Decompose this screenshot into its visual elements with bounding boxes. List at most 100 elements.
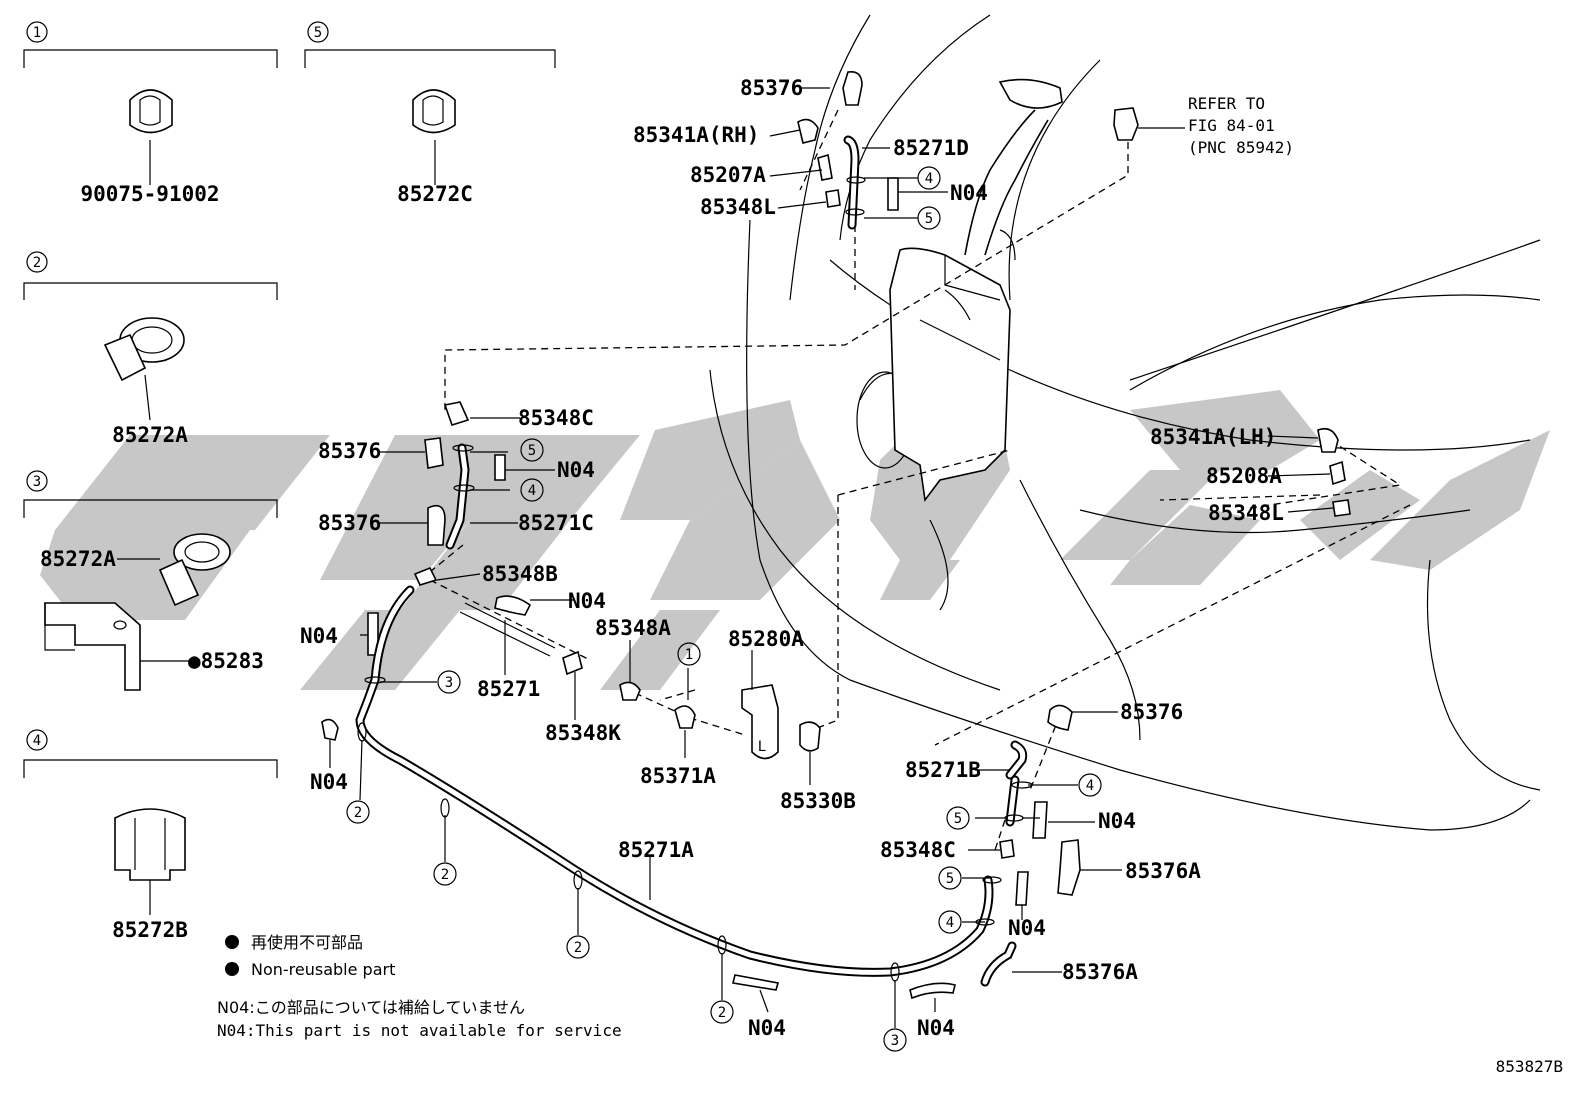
part-label-85272c: 85272C [397,182,473,206]
part-label-85376-top: 85376 [740,76,803,100]
part-label-85348c-left: 85348C [518,406,594,430]
legend-en: Non-reusable part [251,960,395,979]
diagram-id: 853827B [1496,1057,1563,1076]
inset-2: 2 85272A [23,251,278,447]
part-label-85271a: 85271A [618,838,694,862]
clamp-85272c-icon [412,89,456,185]
callout-hose-2c: 2 [574,940,582,956]
part-label-85376-right: 85376 [1120,700,1183,724]
part-label-85348l-top: 85348L [700,195,776,219]
hose-n04-mid-icon [494,595,532,616]
clip-85272a-icon [103,317,185,421]
routing-dashed-lines [419,109,1411,851]
refer-line-3: (PNC 85942) [1188,138,1294,157]
inset-1-number: 1 [33,25,41,41]
nozzle-85341a-rh-icon [797,118,819,144]
part-label-85208a: 85208A [1206,464,1282,488]
part-label-85371a: 85371A [640,764,716,788]
right-hose-section [980,704,1081,987]
part-label-n04-left1: N04 [557,458,595,482]
callout-right-5a: 5 [954,811,962,827]
callout-left-5: 5 [528,443,536,459]
refer-line-2: FIG 84-01 [1188,116,1275,135]
callout-top-5: 5 [925,211,933,227]
joint-85348c-right-icon [999,839,1015,859]
pump-side-l: L [758,739,766,755]
callout-bot-3: 3 [891,1033,899,1049]
inset-4: 4 85272B [23,729,278,942]
inset-1: 1 90075-91002 [23,21,278,206]
callout-hose-2b: 2 [441,867,449,883]
joint-85348l-right-icon [1332,499,1351,517]
inset-4-number: 4 [33,733,41,749]
valve-85207a-icon [817,153,833,181]
part-label-90075-91002: 90075-91002 [80,182,219,206]
part-label-85271: 85271 [477,677,540,701]
connector-85942-icon [1113,107,1185,141]
inset-3-marker [26,470,48,492]
joint-85348l-top-icon [825,189,841,208]
nozzle-rh-assembly [797,70,899,230]
inset-4-marker [26,729,48,751]
part-label-n04-left3: N04 [310,770,348,794]
part-label-n04-right2: N04 [1008,916,1046,940]
nozzle-lh-assembly [1317,427,1351,517]
callout-right-4b: 4 [946,915,954,931]
joint-85348a-icon [619,681,641,701]
part-label-85207a: 85207A [690,163,766,187]
clamp-90075-91002-icon [129,89,173,185]
grommet-85376-left1-icon [424,437,444,469]
clamp-85272b-icon [114,808,186,915]
non-reusable-bullet-icon [225,935,239,949]
callout-top-4: 4 [925,171,933,187]
washer-tank-icon [889,78,1063,503]
non-reusable-bullet-en-icon [225,962,239,976]
inset-2-number: 2 [33,255,41,271]
inset-3: 3 85272A ●85283 [23,470,278,691]
vehicle-body-outline [709,14,1541,831]
part-label-85341a-rh: 85341A(RH) [633,123,759,147]
part-label-85348b: 85348B [482,562,558,586]
nozzle-85341a-lh-icon [1317,427,1339,453]
callout-right-5b: 5 [946,871,954,887]
part-label-85280a: 85280A [728,627,804,651]
part-label-85272a-inset3: 85272A [40,547,116,571]
part-label-85271d: 85271D [893,136,969,160]
part-label-85272a: 85272A [112,423,188,447]
inset-3-number: 3 [33,474,41,490]
bracket-85283-icon [44,602,141,691]
part-label-85376a-2: 85376A [1062,960,1138,984]
part-label-n04-left2: N04 [300,624,338,648]
inset-5: 5 85272C [304,21,556,206]
part-label-85376-left2: 85376 [318,511,381,535]
legend-jp: 再使用不可部品 [251,933,363,952]
inset-1-marker [26,21,48,43]
valve-85208a-icon [1329,460,1346,486]
part-label-n04-right1: N04 [1098,809,1136,833]
part-label-n04-mid: N04 [568,589,606,613]
grommet-85376-left2-icon [427,504,446,546]
callout-mid-3: 3 [445,675,453,691]
joint-85348k-icon [562,650,583,676]
part-label-85272b: 85272B [112,918,188,942]
callout-hose-2d: 2 [718,1005,726,1021]
hose-n04-right2-icon [1015,871,1029,906]
part-label-85283: ●85283 [188,649,264,673]
clip-85272a-small-icon [158,533,231,607]
legend-n04-en: N04:This part is not available for servi… [217,1021,622,1040]
callout-mid-1: 1 [685,647,693,663]
hose-n04-bot2-icon [909,982,956,1000]
hose-n04-right1-icon [1032,801,1048,839]
part-label-85330b: 85330B [780,789,856,813]
callout-left-4: 4 [528,483,536,499]
inset-5-marker [307,21,329,43]
part-label-85348a: 85348A [595,616,671,640]
legend-n04-jp: N04:この部品については補給していません [217,998,525,1017]
part-label-85348k: 85348K [545,721,621,745]
grommet-85376a-1-icon [1057,839,1081,896]
grommet-85330b-icon [799,721,821,752]
part-label-85348l-right: 85348L [1208,501,1284,525]
part-label-85376-left1: 85376 [318,439,381,463]
inset-2-marker [26,251,48,273]
